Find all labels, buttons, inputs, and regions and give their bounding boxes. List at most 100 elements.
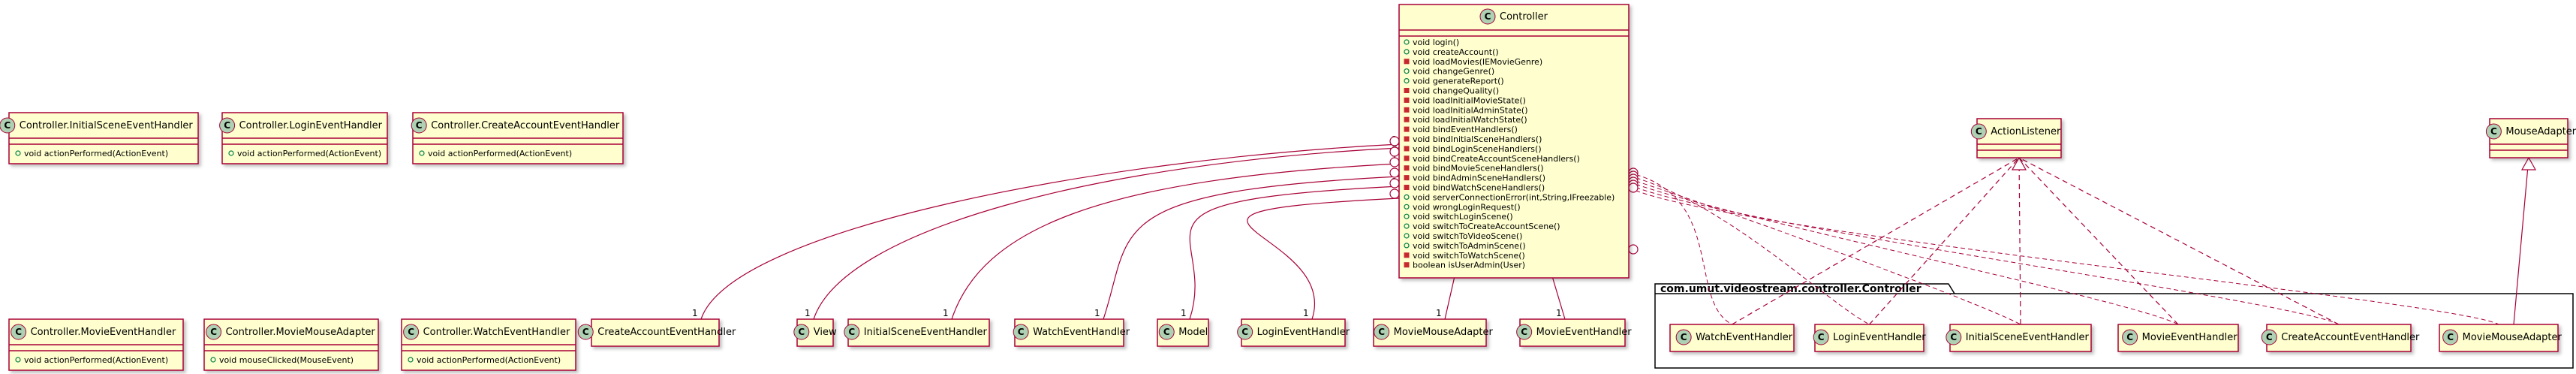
realization-line-logineventhandler xyxy=(1869,157,2020,325)
class-stereotype-icon xyxy=(1479,8,1496,25)
nested-controller-initialsceneeventhandler-member: void actionPerformed(ActionEvent) xyxy=(24,149,168,158)
association-line-logineventhandler xyxy=(1247,198,1400,320)
nesting-line-createaccounteventhandler xyxy=(1628,184,2340,325)
package-createaccounteventhandler-name: CreateAccountEventHandler xyxy=(2281,332,2420,343)
multiplicity-target-view: 1 xyxy=(805,308,811,318)
association-line-model xyxy=(1189,185,1400,320)
associated-movieeventhandler-stereotype-letter: C xyxy=(1521,327,1527,337)
controller-member-20-public-icon xyxy=(1404,233,1410,239)
nested-controller-watcheventhandler-stereotype-icon xyxy=(403,324,420,340)
associated-createaccounteventhandler-class[interactable]: C CreateAccountEventHandler xyxy=(577,318,736,347)
controller-member-12: void bindCreateAccountSceneHandlers() xyxy=(1413,154,1580,164)
association-marker-4 xyxy=(1389,178,1400,189)
controller-member-10: void bindInitialSceneHandlers() xyxy=(1413,134,1542,144)
controller-member-23-private-icon xyxy=(1404,262,1410,268)
associated-createaccounteventhandler-name: CreateAccountEventHandler xyxy=(597,327,736,338)
controller-member-23: boolean isUserAdmin(User) xyxy=(1413,261,1525,270)
nested-controller-watcheventhandler-member: void actionPerformed(ActionEvent) xyxy=(417,355,561,365)
controller-member-7: void loadInitialAdminState() xyxy=(1413,105,1527,115)
realization-line-createaccounteventhandler xyxy=(2018,157,2340,325)
associated-initialsceneeventhandler-box xyxy=(847,318,990,347)
associated-movieeventhandler-class[interactable]: C MovieEventHandler xyxy=(1516,318,1633,347)
association-line-movieeventhandler xyxy=(1551,276,1566,320)
controller-member-22: void switchToWatchScene() xyxy=(1413,251,1525,261)
controller-member-13-private-icon xyxy=(1404,165,1410,171)
package-movieeventhandler-box xyxy=(2117,324,2239,352)
nested-controller-watcheventhandler-name: Controller.WatchEventHandler xyxy=(423,327,570,338)
controller-class[interactable]: C Controller void login()void createAcco… xyxy=(1398,4,1630,279)
package-title: com.umut.videostream.controller.Controll… xyxy=(1660,283,1921,295)
realization-line-initialsceneeventhandler xyxy=(2018,157,2021,325)
associated-moviemouseadapter-box xyxy=(1373,318,1487,347)
controller-member-17-public-icon xyxy=(1404,204,1410,210)
class-stereotype-letter: C xyxy=(1485,11,1491,22)
multiplicity-target-createaccounteventhandler: 1 xyxy=(692,308,698,318)
controller-member-22-private-icon xyxy=(1404,252,1410,258)
associated-view-stereotype-letter: C xyxy=(798,327,805,337)
nested-controller-createaccounteventhandler-name: Controller.CreateAccountEventHandler xyxy=(431,120,620,131)
controller-member-19: void switchToCreateAccountScene() xyxy=(1413,222,1560,231)
package-logineventhandler-stereotype-letter: C xyxy=(1818,332,1825,342)
controller-member-3-public-icon xyxy=(1404,68,1410,74)
interface-actionlistener-stereotype-letter: C xyxy=(1976,126,1982,137)
interface-mouseadapter-stereotype-letter: C xyxy=(2490,126,2497,137)
controller-member-3: void changeGenre() xyxy=(1413,67,1494,77)
nested-controller-initialsceneeventhandler-stereotype-icon xyxy=(0,117,16,134)
controller-member-1-public-icon xyxy=(1404,49,1410,55)
realization-line-moviemouseadapter xyxy=(2513,157,2529,325)
controller-class-name: Controller xyxy=(1500,11,1548,23)
package-movieeventhandler-stereotype-icon xyxy=(2122,329,2138,345)
associated-logineventhandler-stereotype-icon xyxy=(1237,324,1253,340)
nested-controller-movieeventhandler-name: Controller.MovieEventHandler xyxy=(31,327,176,338)
controller-member-6-private-icon xyxy=(1404,97,1410,103)
realization-lines xyxy=(1628,156,2537,325)
associated-model-name: Model xyxy=(1178,327,1208,338)
package-moviemouseadapter-name: MovieMouseAdapter xyxy=(2463,332,2562,343)
associated-watcheventhandler-stereotype-icon xyxy=(1013,324,1029,340)
package-initialsceneeventhandler-stereotype-letter: C xyxy=(1950,332,1957,342)
nested-controller-logineventhandler-stereotype-icon xyxy=(219,117,236,134)
nested-controller-movieeventhandler-stereotype-letter: C xyxy=(15,327,22,337)
interface-mouseadapter-box xyxy=(2489,118,2568,158)
association-line-initialsceneeventhandler xyxy=(951,163,1400,320)
associated-createaccounteventhandler-stereotype-letter: C xyxy=(582,327,589,337)
association-marker-2 xyxy=(1389,157,1400,167)
controller-member-5-private-icon xyxy=(1404,88,1410,93)
controller-member-11-private-icon xyxy=(1404,146,1410,152)
nested-controller-createaccounteventhandler-stereotype-letter: C xyxy=(416,120,423,131)
associated-movieeventhandler-name: MovieEventHandler xyxy=(1536,327,1633,338)
controller-member-5: void changeQuality() xyxy=(1413,86,1499,96)
controller-member-21: void switchToAdminScene() xyxy=(1413,241,1526,251)
nested-controller-logineventhandler-member-public-icon xyxy=(228,150,234,156)
realization-line-watcheventhandler xyxy=(1732,157,2020,325)
nested-controller-initialsceneeventhandler-name: Controller.InitialSceneEventHandler xyxy=(20,120,194,131)
association-line-view xyxy=(813,147,1400,320)
controller-member-19-public-icon xyxy=(1404,223,1410,229)
associated-watcheventhandler-stereotype-letter: C xyxy=(1018,327,1025,337)
nesting-line-movieeventhandler xyxy=(1628,181,2179,325)
controller-member-21-public-icon xyxy=(1404,243,1410,249)
nesting-line-moviemouseadapter xyxy=(1628,187,2499,325)
associated-logineventhandler-stereotype-letter: C xyxy=(1241,327,1248,337)
